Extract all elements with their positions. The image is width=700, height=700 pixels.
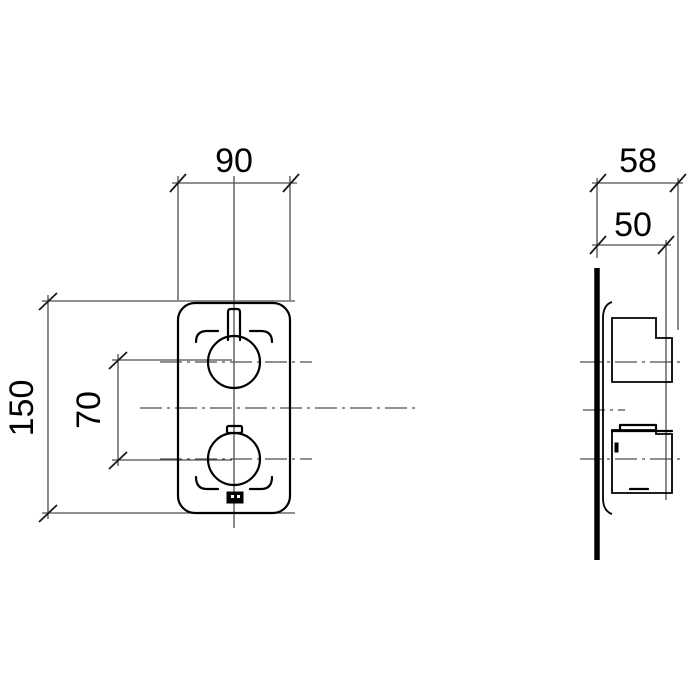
temperature-arc-left <box>194 329 220 344</box>
dim-tick-90-left <box>169 173 187 193</box>
flange-profile-bottom <box>602 497 613 515</box>
volume-diverter-handle <box>194 424 274 504</box>
bottom-indicator-notch-b <box>237 495 240 498</box>
dim-label-70: 70 <box>70 391 108 429</box>
bottom-indicator-notch-a <box>231 495 234 498</box>
dim-label-50: 50 <box>614 206 652 244</box>
dim-label-90: 90 <box>215 142 253 180</box>
temperature-handle <box>194 307 274 390</box>
dim-tick-90-right <box>282 173 300 193</box>
lower-cartridge-cap <box>618 423 658 432</box>
dimension-labels: 90 150 70 58 50 <box>3 142 657 436</box>
dim-tick-58-left <box>589 173 607 193</box>
escutcheon-plate-outline <box>176 301 292 515</box>
front-view-dimension-lines <box>38 173 300 523</box>
side-view <box>580 173 687 560</box>
volume-knob-tab <box>225 424 244 435</box>
dim-tick-50-left <box>589 235 607 255</box>
lower-cartridge-body <box>611 429 673 494</box>
front-view-extension-lines <box>42 176 295 514</box>
dim-label-58: 58 <box>619 142 657 180</box>
side-view-dimension-lines <box>589 173 687 255</box>
dim-label-150: 150 <box>3 380 41 437</box>
dim-tick-50-right <box>657 235 675 255</box>
front-view-center-lines <box>140 176 420 528</box>
front-view <box>38 173 420 528</box>
dim-tick-70-top <box>108 351 128 370</box>
dim-tick-150-top <box>38 292 58 311</box>
bottom-indicator-block <box>226 491 244 504</box>
volume-arc-left <box>194 475 220 491</box>
upper-cartridge-body <box>611 317 673 383</box>
temperature-lever <box>226 307 242 342</box>
temperature-knob-circle <box>206 334 262 390</box>
temperature-arc-right <box>248 329 274 344</box>
lower-body-detail-mark <box>614 442 619 453</box>
dim-tick-58-right <box>669 173 687 193</box>
volume-arc-right <box>248 475 274 491</box>
dim-tick-150-bottom <box>38 504 58 523</box>
flange-profile-top <box>602 301 613 319</box>
dim-tick-70-bottom <box>108 451 128 470</box>
